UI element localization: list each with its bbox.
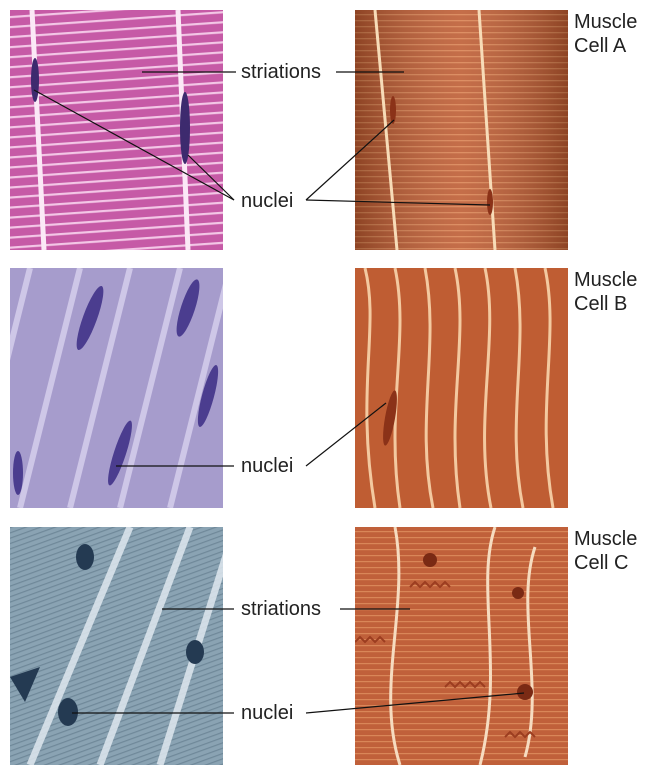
label-nuclei-b: nuclei <box>240 455 294 477</box>
label-nuclei-a: nuclei <box>240 190 294 212</box>
label-striations-c: striations <box>240 598 322 620</box>
model-smooth-muscle <box>355 268 568 508</box>
micrograph-smooth-muscle <box>10 268 223 508</box>
cell-c-title: Muscle Cell C <box>574 527 637 575</box>
label-striations-a: striations <box>240 61 322 83</box>
cell-a-title: Muscle Cell A <box>574 10 637 58</box>
micrograph-skeletal-muscle <box>10 10 223 250</box>
cell-b-title: Muscle Cell B <box>574 268 637 316</box>
micrograph-cardiac-muscle <box>10 527 223 765</box>
model-cardiac-muscle <box>355 527 568 765</box>
label-nuclei-c: nuclei <box>240 702 294 724</box>
model-skeletal-muscle <box>355 10 568 250</box>
